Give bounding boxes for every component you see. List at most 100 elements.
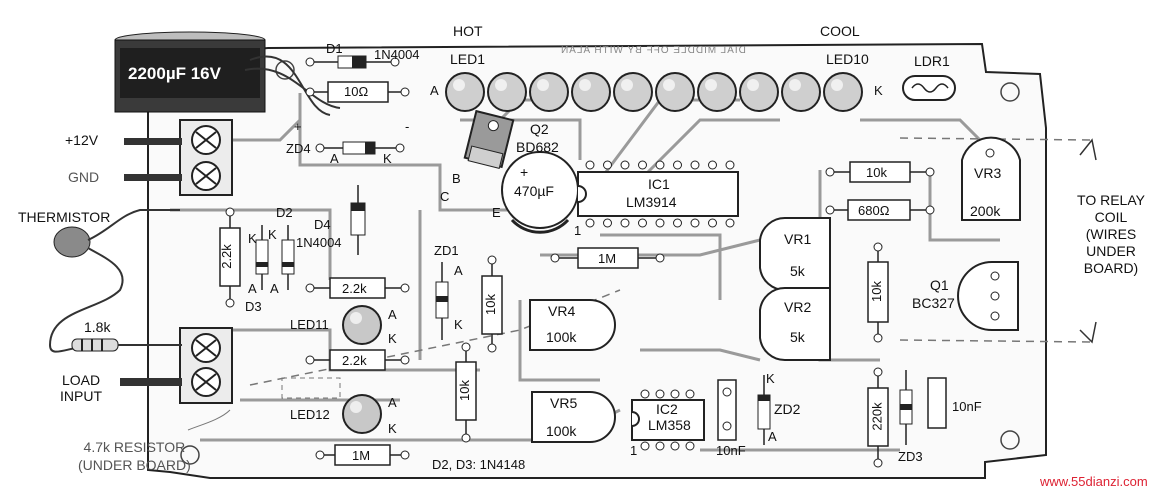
d2-k-label: K <box>268 227 277 242</box>
led-bar-highlight <box>621 79 633 91</box>
mount-hole <box>1000 430 1020 450</box>
r-1m-mid-label: 1M <box>598 251 617 266</box>
led-bar-highlight <box>663 79 675 91</box>
footnote-diodes: D2, D3: 1N4148 <box>432 457 526 472</box>
led-bar-highlight <box>537 79 549 91</box>
load-input-label: LOAD INPUT <box>60 372 102 404</box>
vr5-value: 100k <box>546 423 577 439</box>
led-bar-highlight <box>453 79 465 91</box>
ic1-chip <box>577 171 739 217</box>
mount-hole <box>180 445 200 465</box>
led11-label: LED11 <box>290 317 329 332</box>
cap-470-plus: + <box>520 164 529 180</box>
d3-label: D3 <box>245 299 262 314</box>
led-bar-segment <box>445 72 485 112</box>
led-bargraph <box>445 72 863 112</box>
ic-pin <box>603 160 612 170</box>
led11 <box>342 305 382 345</box>
vr2-label: VR2 <box>784 299 812 315</box>
led-bar-highlight <box>495 79 507 91</box>
hot-label: HOT <box>453 23 483 39</box>
r-680ohm-label: 680Ω <box>858 203 890 218</box>
zener-zd4 <box>315 141 405 155</box>
terminal-block-power <box>179 119 233 196</box>
led12-anode: A <box>388 395 397 410</box>
ic-pin <box>638 160 647 170</box>
zd4-label: ZD4 <box>286 141 311 156</box>
ic2-chip <box>631 399 705 441</box>
led-bar-highlight <box>831 79 843 91</box>
transistor-q1 <box>957 261 1019 331</box>
resistor-1k8 <box>71 338 182 352</box>
resistor-2k2-vertical <box>219 207 241 308</box>
transistor-q2 <box>463 109 515 169</box>
trimpot-vr1 <box>759 216 831 292</box>
capacitor-10nf-b <box>927 377 947 429</box>
ic-pin <box>655 389 665 399</box>
terminal-gnd-label: GND <box>68 169 100 185</box>
led-bar-segment <box>571 72 611 112</box>
d1-label: D1 <box>326 41 343 56</box>
r-10k-a-label: 10k <box>482 294 498 315</box>
ic-pin <box>673 218 682 228</box>
resistor-680ohm <box>825 199 935 221</box>
ldr1-label: LDR1 <box>914 53 950 69</box>
vr2-value: 5k <box>790 329 805 345</box>
ic-pin <box>585 218 595 228</box>
r-10k-top-label: 10k <box>866 165 887 180</box>
terminal-block-load <box>179 327 233 404</box>
resistor-4k7-hidden <box>281 377 341 399</box>
q2-type-label: BD682 <box>516 139 559 155</box>
resistor-220k <box>867 367 889 468</box>
zd3-label: ZD3 <box>898 449 923 464</box>
resistor-1m-mid <box>550 247 665 269</box>
ic-pin <box>670 441 680 451</box>
cap-470-label: 470µF <box>514 183 554 199</box>
zd1-anode: A <box>454 263 463 278</box>
zd2-cathode: K <box>766 371 775 386</box>
relay-coil-note: TO RELAY COIL (WIRES UNDER BOARD) <box>1077 192 1145 276</box>
vr5-label: VR5 <box>550 395 578 411</box>
vr4-value: 100k <box>546 329 577 345</box>
ic-pin <box>708 218 717 228</box>
led12 <box>342 394 382 434</box>
arrow-down-icon <box>1079 321 1097 344</box>
diode-d2 <box>281 225 295 290</box>
r-2k2-b-label: 2.2k <box>342 353 367 368</box>
ic-pin <box>640 441 650 451</box>
ic-pin <box>655 441 665 451</box>
ic-pin <box>690 160 700 170</box>
resistor-1m-bottom <box>315 444 410 466</box>
d1-type-label: 1N4004 <box>374 47 420 62</box>
cap-minus-label: - <box>405 119 410 134</box>
r-220k-label: 220k <box>869 402 885 431</box>
ic-pin <box>585 160 595 170</box>
led-bar-highlight <box>789 79 801 91</box>
resistor-10k-top <box>825 161 935 183</box>
ic2-pin1: 1 <box>630 443 638 458</box>
zd4-cathode: K <box>383 151 392 166</box>
ic-pin <box>620 160 630 170</box>
vr1-value: 5k <box>790 263 805 279</box>
vr3-value: 200k <box>970 203 1001 219</box>
led11-cathode: K <box>388 331 397 346</box>
led-bar-segment <box>655 72 695 112</box>
q1-type-label: BC327 <box>912 295 955 311</box>
ic-pin <box>725 160 735 170</box>
q1-label: Q1 <box>930 277 949 293</box>
ic1-type-label: LM3914 <box>626 194 677 210</box>
cap-10nf-a-label: 10nF <box>716 443 746 458</box>
q2-collector: C <box>440 189 450 204</box>
d3-a-label: A <box>248 281 257 296</box>
trimpot-vr5 <box>531 391 616 443</box>
resistor-10k-vertical <box>867 242 889 343</box>
r-1m-bottom-label: 1M <box>352 448 371 463</box>
diode-d1 <box>305 55 400 69</box>
trimpot-vr4 <box>529 299 616 351</box>
q2-base: B <box>452 171 461 186</box>
zener-zd3 <box>899 370 913 445</box>
ic1-label: IC1 <box>648 176 670 192</box>
watermark: www.55dianzi.com <box>1040 474 1148 489</box>
thermistor-body <box>48 209 180 353</box>
r-1k8-label: 1.8k <box>84 319 111 335</box>
